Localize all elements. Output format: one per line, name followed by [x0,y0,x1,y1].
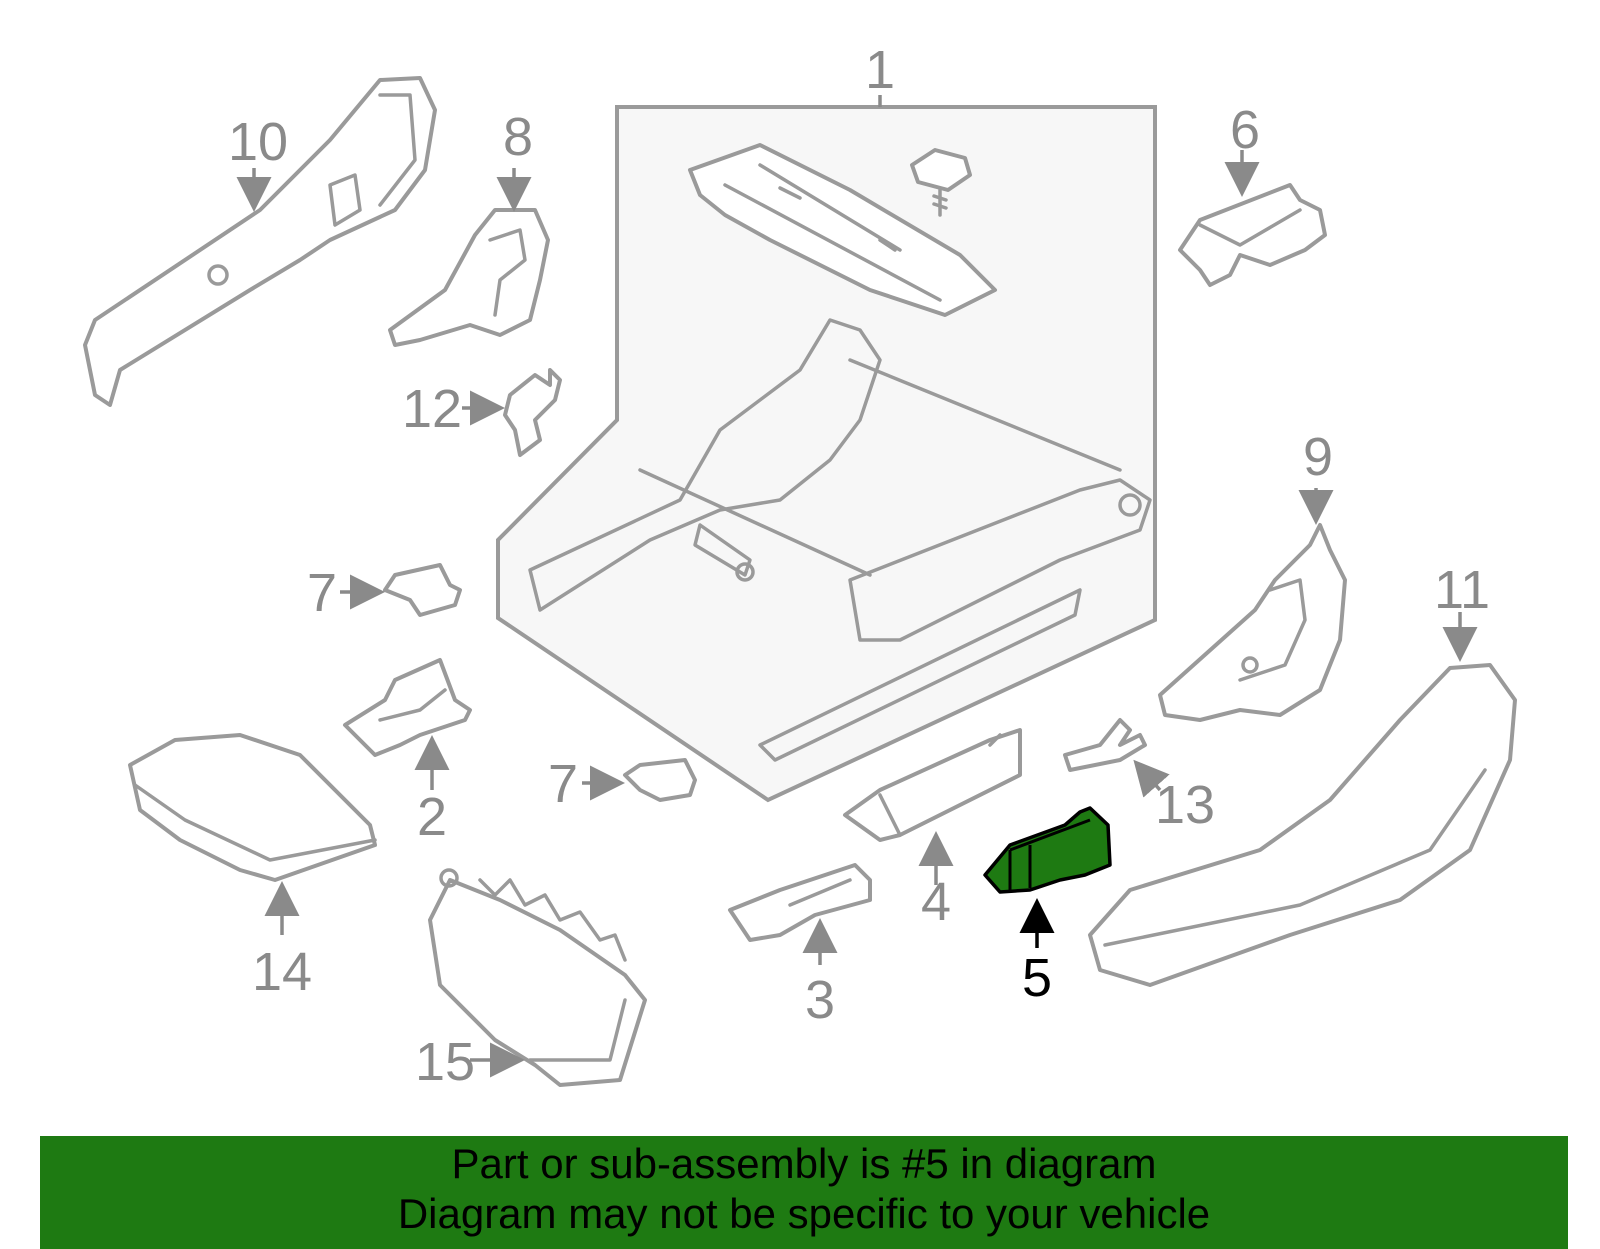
part-8-cover [388,168,550,347]
bolt [910,148,972,217]
part-15-module [428,868,647,1087]
part-6-cap [1178,150,1327,287]
part-5-highlighted [983,806,1112,948]
assembly-box [496,105,1157,803]
part-3-bracket [728,863,872,965]
callout-1: 1 [865,40,895,100]
part-14-cover [128,733,377,935]
callout-11: 11 [1434,560,1490,620]
seat-track-assembly [496,95,1157,803]
part-7-bracket-b [582,758,697,802]
callout-5: 5 [1022,948,1052,1008]
part-9-shield [1158,488,1347,722]
callout-9: 9 [1303,427,1333,487]
upper-rail [688,143,997,317]
callout-15: 15 [415,1032,475,1092]
callout-13: 13 [1155,775,1215,835]
seat-frame [528,318,882,612]
callout-12: 12 [402,379,462,439]
part-2-bracket [343,658,472,790]
callout-6: 6 [1230,100,1260,160]
callout-4: 4 [921,872,951,932]
callout-10: 10 [228,112,288,172]
callout-7a: 7 [307,563,337,623]
callout-7b: 7 [548,754,578,814]
part-4-channel [843,728,1022,885]
banner-line-1: Part or sub-assembly is #5 in diagram [451,1140,1157,1187]
part-11-side-shield [1088,612,1517,987]
part-10-trim [83,76,437,407]
part-12-clip [462,368,562,457]
part-13-clip [1063,718,1170,798]
callout-3: 3 [805,970,835,1030]
info-banner: Part or sub-assembly is #5 in diagram Di… [40,1136,1568,1249]
callout-2: 2 [417,787,447,847]
banner-line-2: Diagram may not be specific to your vehi… [397,1190,1211,1237]
callout-14: 14 [252,942,312,1002]
callout-8: 8 [503,107,533,167]
part-7-bracket-a [340,563,462,617]
